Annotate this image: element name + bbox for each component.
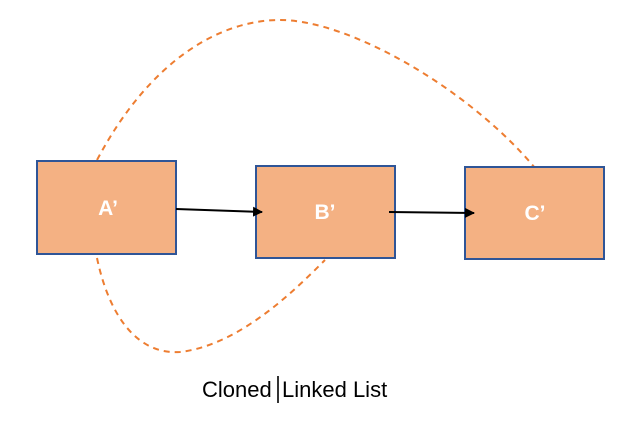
node-a-box (36, 160, 177, 255)
node-b-box (255, 165, 396, 259)
node-b-label: B’ (315, 201, 336, 224)
node-c-box (464, 166, 605, 260)
caption-word-cloned: Cloned (202, 377, 272, 402)
next-link-b-to-c (388, 207, 475, 218)
node-b: B’ (255, 165, 396, 259)
node-a: A’ (36, 160, 177, 255)
caption-linked-list: Linked List (282, 377, 387, 402)
node-c-label: C’ (525, 202, 546, 225)
next-link-a-to-b (175, 206, 263, 217)
node-c: C’ (464, 166, 605, 260)
random-link-a-to-c (96, 18, 536, 169)
random-link-a-to-b (96, 257, 326, 354)
node-a-label: A’ (98, 197, 118, 220)
